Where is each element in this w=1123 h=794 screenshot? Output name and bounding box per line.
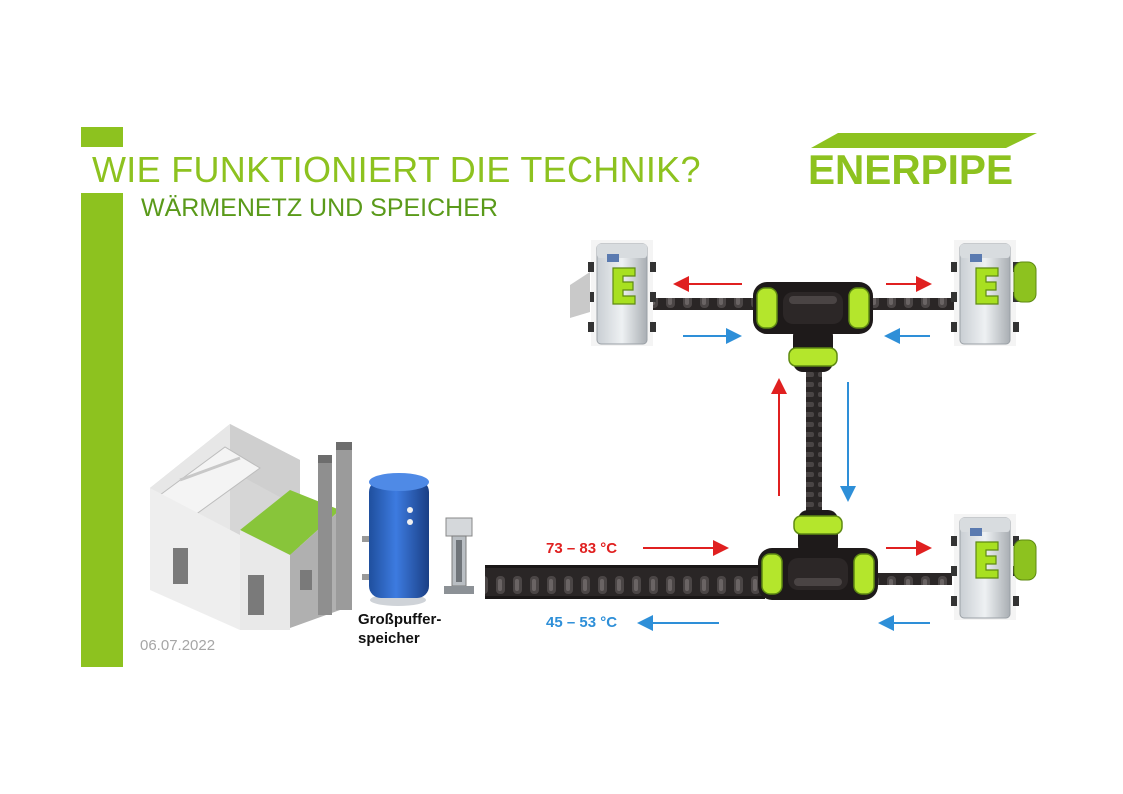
accent-bar-top bbox=[81, 127, 123, 147]
return-flow-arrows bbox=[637, 328, 930, 631]
upper-left-branch-pipe bbox=[652, 298, 754, 310]
boiler-box-upper-left bbox=[570, 272, 590, 318]
chimney-left bbox=[318, 455, 332, 615]
consumer-unit-upper-left bbox=[587, 239, 657, 347]
slide-date: 06.07.2022 bbox=[140, 637, 216, 654]
enerpipe-logo: ENERPIPE bbox=[808, 133, 1037, 193]
lower-right-branch-pipe bbox=[872, 573, 952, 585]
logo-text: ENERPIPE bbox=[808, 146, 1013, 193]
slide-subtitle: WÄRMENETZ UND SPEICHER bbox=[141, 194, 498, 222]
upper-right-branch-pipe bbox=[872, 298, 954, 310]
green-tank-lower-right bbox=[1013, 539, 1037, 581]
accent-bar-left bbox=[81, 193, 123, 667]
green-tank-upper-right bbox=[1013, 261, 1037, 303]
consumer-unit-upper-right bbox=[950, 239, 1020, 347]
return-temperature-label: 45 – 53 °C bbox=[546, 614, 618, 631]
slide-title: WIE FUNKTIONIERT DIE TECHNIK? bbox=[92, 149, 701, 190]
buffer-storage-tank bbox=[362, 473, 429, 606]
supply-flow-arrows bbox=[643, 276, 932, 556]
heating-plant-building bbox=[150, 424, 340, 630]
supply-temperature-label: 73 – 83 °C bbox=[546, 540, 618, 557]
consumer-unit-lower-right bbox=[950, 513, 1020, 621]
riser-pipe bbox=[806, 360, 822, 530]
main-district-pipe bbox=[485, 565, 765, 599]
chimney-right bbox=[336, 442, 352, 610]
tee-fitting-upper bbox=[752, 281, 874, 373]
buffer-storage-label: Großpuffer- speicher bbox=[358, 611, 442, 647]
tee-fitting-lower bbox=[757, 509, 879, 601]
circulation-pump bbox=[444, 517, 474, 594]
